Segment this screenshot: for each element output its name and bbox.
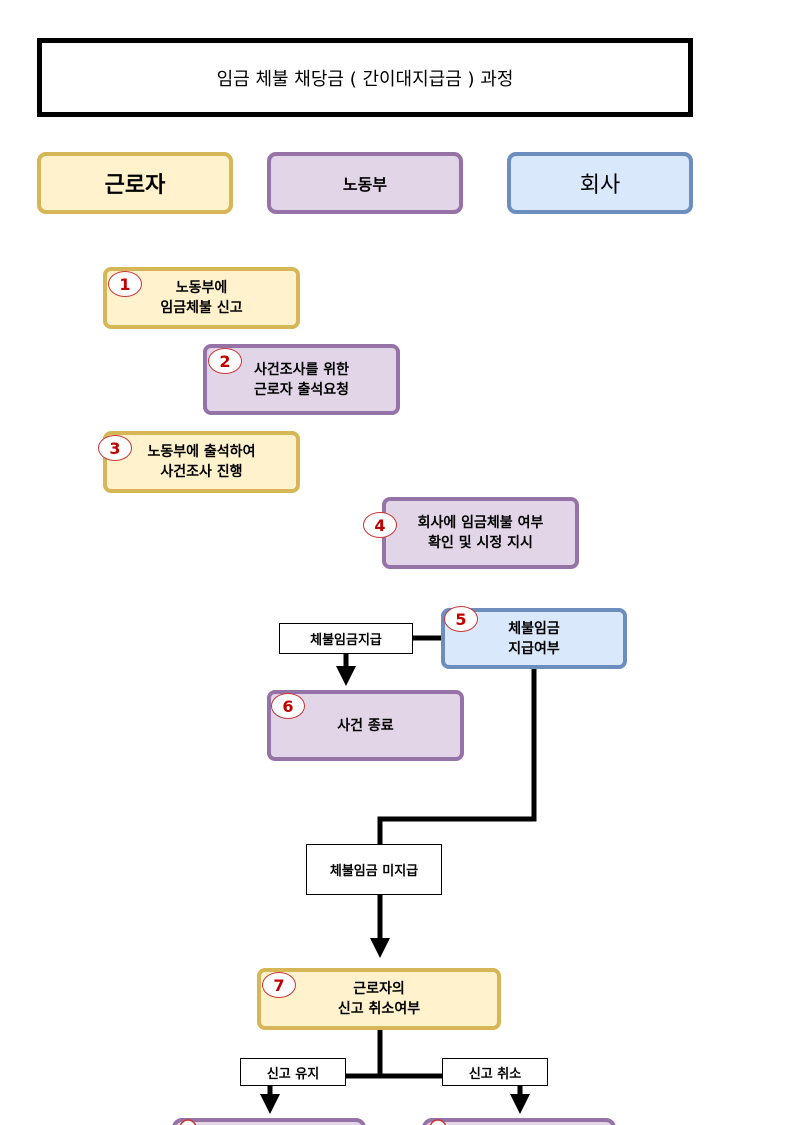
step-7-text: 근로자의 신고 취소여부 [337,981,421,1017]
connector-5-unpaid [377,668,537,844]
step-5-text: 체불임금 지급여부 [508,620,560,657]
step-9-marker-partial [429,1119,447,1125]
step-1-number: 1 [108,271,142,297]
step-4-box: 회사에 임금체불 여부 확인 및 시정 지시 [382,497,579,569]
step-3-box: 노동부에 출석하여 사건조사 진행 [103,431,300,493]
edge-label-unpaid: 체불임금 미지급 [306,844,442,895]
edge-label-cancel: 신고 취소 [442,1058,548,1086]
lane-labor-ministry: 노동부 [267,152,463,214]
lane-worker: 근로자 [37,152,233,214]
step-7-box: 근로자의 신고 취소여부 [257,968,501,1030]
edge-label-keep: 신고 유지 [240,1058,346,1086]
step-6-number: 6 [271,693,305,719]
step-6-text: 사건 종료 [337,717,394,734]
step-6-box: 사건 종료 [267,690,464,761]
step-7-number: 7 [262,972,296,998]
step-2-box: 사건조사를 위한 근로자 출석요청 [203,344,400,415]
step-2-text: 사건조사를 위한 근로자 출석요청 [253,361,350,398]
step-9-box-partial [422,1118,616,1125]
step-2-number: 2 [208,348,242,374]
diagram-title: 임금 체불 채당금 ( 간이대지급금 ) 과정 [37,38,693,117]
step-5-number: 5 [444,606,478,632]
step-8-box-partial [172,1118,366,1125]
connector-7-branches [345,1029,443,1079]
step-1-text: 노동부에 임금체불 신고 [160,280,243,316]
step-4-number: 4 [363,512,397,538]
step-3-number: 3 [98,435,132,461]
edge-label-paid: 체불임금지급 [279,623,413,654]
step-4-text: 회사에 임금체불 여부 확인 및 시정 지시 [417,515,544,551]
step-3-text: 노동부에 출석하여 사건조사 진행 [147,444,256,480]
lane-company: 회사 [507,152,693,214]
step-8-marker-partial [179,1119,197,1125]
